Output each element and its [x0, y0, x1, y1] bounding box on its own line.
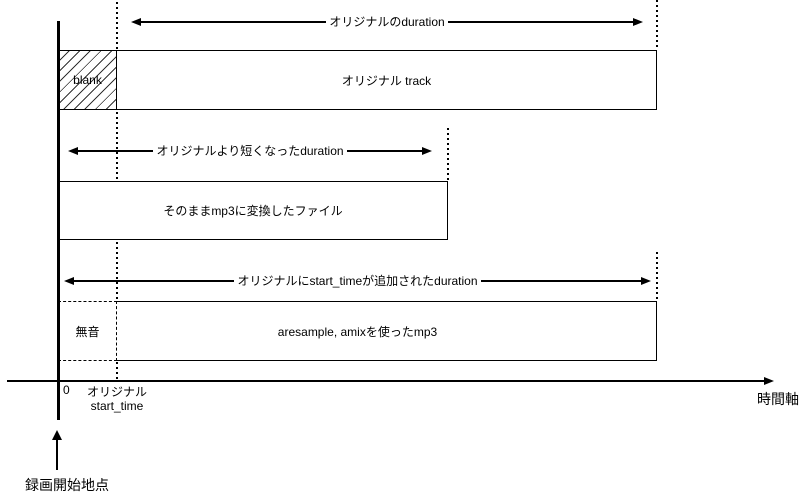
arrowhead-left-icon — [60, 277, 74, 285]
box-mp3-converted-label: そのままmp3に変換したファイル — [163, 204, 343, 218]
box-silence: 無音 — [58, 301, 117, 361]
arrowhead-left-icon — [127, 18, 141, 26]
arrowhead-right-icon — [422, 147, 436, 155]
box-original-track-label: オリジナル track — [341, 73, 432, 88]
recording-start-arrow-line — [56, 439, 58, 470]
recording-start-label: 録画開始地点 — [25, 477, 109, 493]
box-blank-label: blank — [73, 73, 102, 87]
guide-original-end-seg2 — [656, 252, 658, 300]
duration-arrow-original-label: オリジナルのduration — [329, 15, 445, 29]
arrowhead-right-icon — [641, 277, 655, 285]
recording-start-line — [57, 21, 60, 420]
arrow-line-left — [139, 21, 327, 23]
arrow-line-right — [346, 150, 425, 152]
arrowhead-left-icon — [64, 147, 78, 155]
time-axis-label: 時間軸 — [757, 391, 799, 407]
duration-arrow-original: オリジナルのduration — [127, 14, 647, 30]
start-time-label-line2: start_time — [90, 399, 144, 413]
duration-arrow-shortened: オリジナルより短くなったduration — [64, 143, 436, 159]
duration-arrow-shortened-label: オリジナルより短くなったduration — [156, 144, 344, 158]
arrow-line-right — [447, 21, 635, 23]
guide-start-time-seg3 — [116, 242, 118, 300]
start-time-label: オリジナル start_time — [86, 385, 148, 413]
recording-start-arrowhead-icon — [52, 430, 62, 440]
box-silence-label: 無音 — [75, 324, 100, 339]
duration-arrow-start-time-added: オリジナルにstart_timeが追加されたduration — [60, 273, 655, 289]
arrow-line-right — [480, 280, 643, 282]
arrow-line-left — [72, 280, 235, 282]
box-blank: blank — [58, 50, 117, 110]
guide-start-time-seg2 — [116, 112, 118, 180]
origin-zero-label: 0 — [63, 383, 70, 397]
guide-original-end-seg1 — [656, 0, 658, 50]
arrowhead-right-icon — [633, 18, 647, 26]
guide-start-time-seg1 — [116, 2, 118, 50]
guide-mp3-end — [447, 128, 449, 180]
guide-start-time-seg4 — [116, 362, 118, 379]
time-axis-line — [7, 380, 765, 382]
arrow-line-left — [76, 150, 154, 152]
start-time-label-line1: オリジナル — [86, 385, 147, 399]
duration-arrow-start-time-added-label: オリジナルにstart_timeが追加されたduration — [237, 274, 478, 288]
box-amix-mp3 — [116, 301, 657, 361]
box-mp3-converted: そのままmp3に変換したファイル — [58, 181, 448, 240]
box-original-track: オリジナル track — [116, 50, 657, 110]
time-axis-arrowhead-icon — [764, 376, 774, 385]
